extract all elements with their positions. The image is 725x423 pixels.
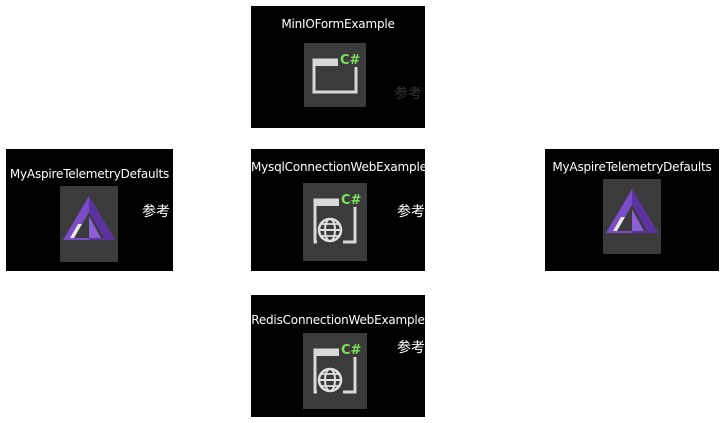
edge-label-reference: 参考 (397, 204, 425, 220)
svg-text:C#: C# (341, 343, 362, 358)
node-title: RedisConnectionWebExample (251, 313, 425, 327)
edge-label-reference: 参考 (397, 340, 425, 356)
csharp-winform-icon: C# (304, 43, 366, 107)
node-title: MyAspireTelemetryDefaults (9, 167, 170, 181)
node-title: MyAspireTelemetryDefaults (552, 160, 712, 174)
node-minio-form-example[interactable]: MinIOFormExample C# (251, 6, 425, 128)
aspire-icon (60, 186, 118, 262)
edge-label-reference: 参考 (394, 86, 422, 102)
node-aspire-telemetry-left[interactable]: MyAspireTelemetryDefaults (6, 149, 173, 271)
aspire-icon (603, 179, 661, 254)
edge-label-reference: 参考 (142, 204, 170, 220)
csharp-web-icon: C# (303, 333, 367, 409)
svg-text:C#: C# (341, 193, 362, 208)
node-mysql-connection-web-example[interactable]: MysqlConnectionWebExample C# (251, 149, 427, 271)
csharp-web-icon: C# (303, 183, 367, 261)
node-title: MinIOFormExample (281, 17, 395, 31)
node-aspire-telemetry-right[interactable]: MyAspireTelemetryDefaults (545, 149, 719, 271)
svg-text:C#: C# (340, 53, 361, 68)
node-title: MysqlConnectionWebExample (251, 160, 427, 174)
node-redis-connection-web-example[interactable]: RedisConnectionWebExample C# (251, 295, 425, 417)
